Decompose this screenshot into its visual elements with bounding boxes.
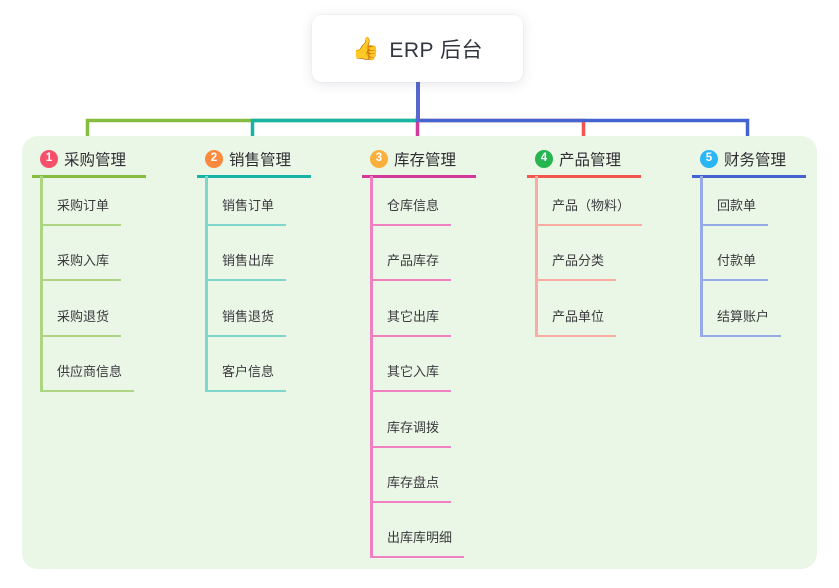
child-label: 回款单 (717, 198, 757, 213)
child-node[interactable]: 产品单位 (527, 281, 642, 337)
child-label: 采购订单 (57, 198, 110, 213)
child-node[interactable]: 采购入库 (32, 226, 146, 282)
child-node[interactable]: 产品分类 (527, 226, 642, 282)
child-node-underline: 结算账户 (700, 306, 782, 337)
child-node[interactable]: 库存调拨 (362, 392, 476, 448)
thumbs-up-icon: 👍 (351, 35, 380, 61)
child-node[interactable]: 付款单 (692, 226, 806, 282)
child-node-underline: 产品库存 (370, 250, 452, 282)
branch-title[interactable]: 1 采购管理 (32, 146, 146, 178)
branch-label: 产品管理 (559, 151, 622, 169)
branches-panel (22, 136, 817, 569)
child-node-underline: 销售订单 (205, 195, 287, 226)
child-node-underline: 其它入库 (370, 361, 452, 393)
child-label: 产品分类 (552, 253, 605, 269)
root-node[interactable]: 👍 ERP 后台 (312, 15, 523, 82)
child-node[interactable]: 产品（物料） (527, 178, 643, 226)
child-label: 销售订单 (222, 198, 275, 213)
child-node-underline: 产品（物料） (535, 195, 643, 226)
child-label: 销售出库 (222, 253, 275, 269)
child-node-underline: 仓库信息 (370, 195, 452, 226)
child-label: 产品单位 (552, 308, 605, 324)
branch-label: 库存管理 (394, 151, 457, 169)
branch: 2 销售管理 销售订单 销售出库 销售退货 客户信息 (197, 146, 311, 393)
child-node-underline: 付款单 (700, 250, 769, 282)
child-node[interactable]: 销售出库 (197, 226, 311, 282)
child-node-underline: 产品分类 (535, 250, 617, 282)
child-node-underline: 采购订单 (40, 195, 122, 226)
child-node-underline: 供应商信息 (40, 361, 135, 393)
child-node[interactable]: 客户信息 (197, 337, 311, 393)
child-node-underline: 客户信息 (205, 361, 287, 393)
child-node[interactable]: 仓库信息 (362, 178, 476, 226)
child-node-underline: 库存盘点 (370, 472, 452, 503)
branch-number-badge: 2 (205, 149, 223, 168)
branch: 4 产品管理 产品（物料） 产品分类 产品单位 (527, 146, 643, 337)
child-label: 付款单 (717, 253, 757, 269)
branch-children: 采购订单 采购入库 采购退货 供应商信息 (32, 175, 146, 393)
branch-children: 仓库信息 产品库存 其它出库 其它入库 库存调拨 库存盘点 出库库明细 (362, 175, 476, 559)
child-label: 库存调拨 (387, 419, 440, 435)
branch-title[interactable]: 4 产品管理 (527, 146, 641, 178)
branch: 3 库存管理 仓库信息 产品库存 其它出库 其它入库 库存调拨 库存盘点 出库库… (362, 146, 476, 559)
child-label: 结算账户 (717, 308, 770, 324)
child-label: 其它入库 (387, 364, 440, 380)
branch-number-badge: 3 (370, 149, 388, 168)
child-node-underline: 销售出库 (205, 250, 287, 282)
child-node-underline: 销售退货 (205, 306, 287, 337)
branch-title[interactable]: 3 库存管理 (362, 146, 476, 178)
branch-number-badge: 4 (535, 149, 553, 168)
branch: 5 财务管理 回款单 付款单 结算账户 (692, 146, 806, 337)
child-node-underline: 采购退货 (40, 306, 122, 337)
child-node[interactable]: 库存盘点 (362, 448, 476, 503)
child-label: 出库库明细 (387, 530, 453, 546)
child-label: 供应商信息 (57, 364, 123, 380)
branch-children: 销售订单 销售出库 销售退货 客户信息 (197, 175, 311, 393)
child-node[interactable]: 其它出库 (362, 281, 476, 337)
child-node[interactable]: 其它入库 (362, 337, 476, 393)
child-node-underline: 产品单位 (535, 306, 617, 337)
child-node[interactable]: 采购退货 (32, 281, 146, 337)
child-node-underline: 库存调拨 (370, 417, 452, 448)
branch-label: 采购管理 (64, 151, 127, 169)
branch-number-badge: 1 (40, 149, 58, 168)
branch-title[interactable]: 5 财务管理 (692, 146, 806, 178)
child-label: 采购退货 (57, 308, 110, 324)
child-node[interactable]: 采购订单 (32, 178, 146, 226)
branch-label: 销售管理 (229, 151, 292, 169)
child-label: 销售退货 (222, 308, 275, 324)
child-node[interactable]: 出库库明细 (362, 503, 476, 559)
child-node[interactable]: 销售订单 (197, 178, 311, 226)
child-label: 产品（物料） (552, 198, 631, 213)
child-node-underline: 采购入库 (40, 250, 122, 282)
branch: 1 采购管理 采购订单 采购入库 采购退货 供应商信息 (32, 146, 146, 393)
child-node[interactable]: 回款单 (692, 178, 806, 226)
child-label: 库存盘点 (387, 474, 440, 490)
branch-children: 产品（物料） 产品分类 产品单位 (527, 176, 643, 337)
child-node-underline: 其它出库 (370, 306, 452, 337)
child-node[interactable]: 供应商信息 (32, 337, 146, 393)
child-label: 其它出库 (387, 308, 440, 324)
branch-label: 财务管理 (724, 151, 787, 169)
child-node[interactable]: 结算账户 (692, 281, 806, 337)
child-label: 采购入库 (57, 253, 110, 269)
branch-children: 回款单 付款单 结算账户 (692, 176, 806, 337)
child-node[interactable]: 产品库存 (362, 226, 476, 282)
branch-number-badge: 5 (700, 149, 718, 168)
child-label: 仓库信息 (387, 198, 440, 213)
child-node-underline: 出库库明细 (370, 527, 465, 559)
child-node[interactable]: 销售退货 (197, 281, 311, 337)
branch-title[interactable]: 2 销售管理 (197, 146, 311, 178)
child-label: 产品库存 (387, 253, 440, 269)
child-node-underline: 回款单 (700, 195, 769, 226)
child-label: 客户信息 (222, 364, 275, 380)
root-label: ERP 后台 (389, 38, 484, 62)
